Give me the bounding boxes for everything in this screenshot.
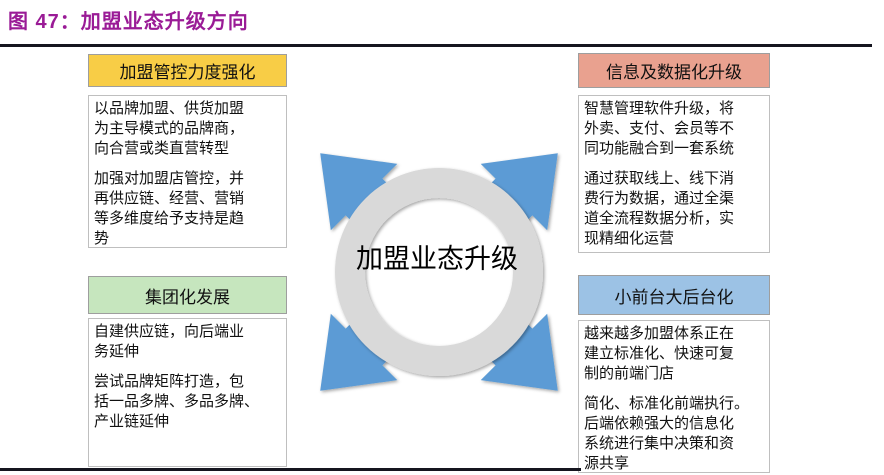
title-underline (0, 44, 872, 47)
panel-body-group-development: 自建供应链，向后端业 务延伸 尝试品牌矩阵打造，包 括一品多牌、多品多牌、 产业… (88, 318, 287, 467)
panel-paragraph: 智慧管理软件升级，将 外卖、支付、会员等不 同功能融合到一套系统 (584, 100, 735, 157)
panel-paragraph: 尝试品牌矩阵打造，包 括一品多牌、多品多牌、 产业链延伸 (94, 373, 260, 430)
center-label: 加盟业态升级 (356, 244, 518, 274)
center-ring-inner (363, 196, 515, 348)
panel-paragraph: 自建供应链，向后端业 务延伸 (94, 323, 245, 360)
panel-body-backoffice: 越来越多加盟体系正在 建立标准化、快速可复 制的前端门店 简化、标准化前端执行。… (578, 320, 770, 473)
panel-header-group-development: 集团化发展 (88, 276, 287, 314)
panel-header-data-upgrade: 信息及数据化升级 (578, 53, 770, 88)
panel-header-franchise-control: 加盟管控力度强化 (88, 54, 287, 87)
center-ring (335, 168, 543, 376)
panel-paragraph: 以品牌加盟、供货加盟 为主导模式的品牌商， 向合营或类直营转型 (94, 100, 245, 157)
panel-header-backoffice: 小前台大后台化 (578, 275, 770, 315)
panel-body-franchise-control: 以品牌加盟、供货加盟 为主导模式的品牌商， 向合营或类直营转型 加强对加盟店管控… (88, 95, 287, 248)
figure-title: 图 47：加盟业态升级方向 (8, 11, 249, 33)
panel-body-data-upgrade: 智慧管理软件升级，将 外卖、支付、会员等不 同功能融合到一套系统 通过获取线上、… (578, 95, 770, 253)
center-diagram: 加盟业态升级 (320, 153, 558, 391)
panel-paragraph: 加强对加盟店管控，并 再供应链、经营、营销 等多维度给予支持是趋 势 (94, 170, 245, 247)
bottom-border-line (0, 468, 581, 471)
panel-paragraph: 通过获取线上、线下消 费行为数据，通过全渠 道全流程数据分析，实 现精细化运营 (584, 170, 735, 247)
panel-paragraph: 简化、标准化前端执行。 后端依赖强大的信息化 系统进行集中决策和资 源共享 (584, 395, 750, 472)
panel-paragraph: 越来越多加盟体系正在 建立标准化、快速可复 制的前端门店 (584, 325, 735, 382)
